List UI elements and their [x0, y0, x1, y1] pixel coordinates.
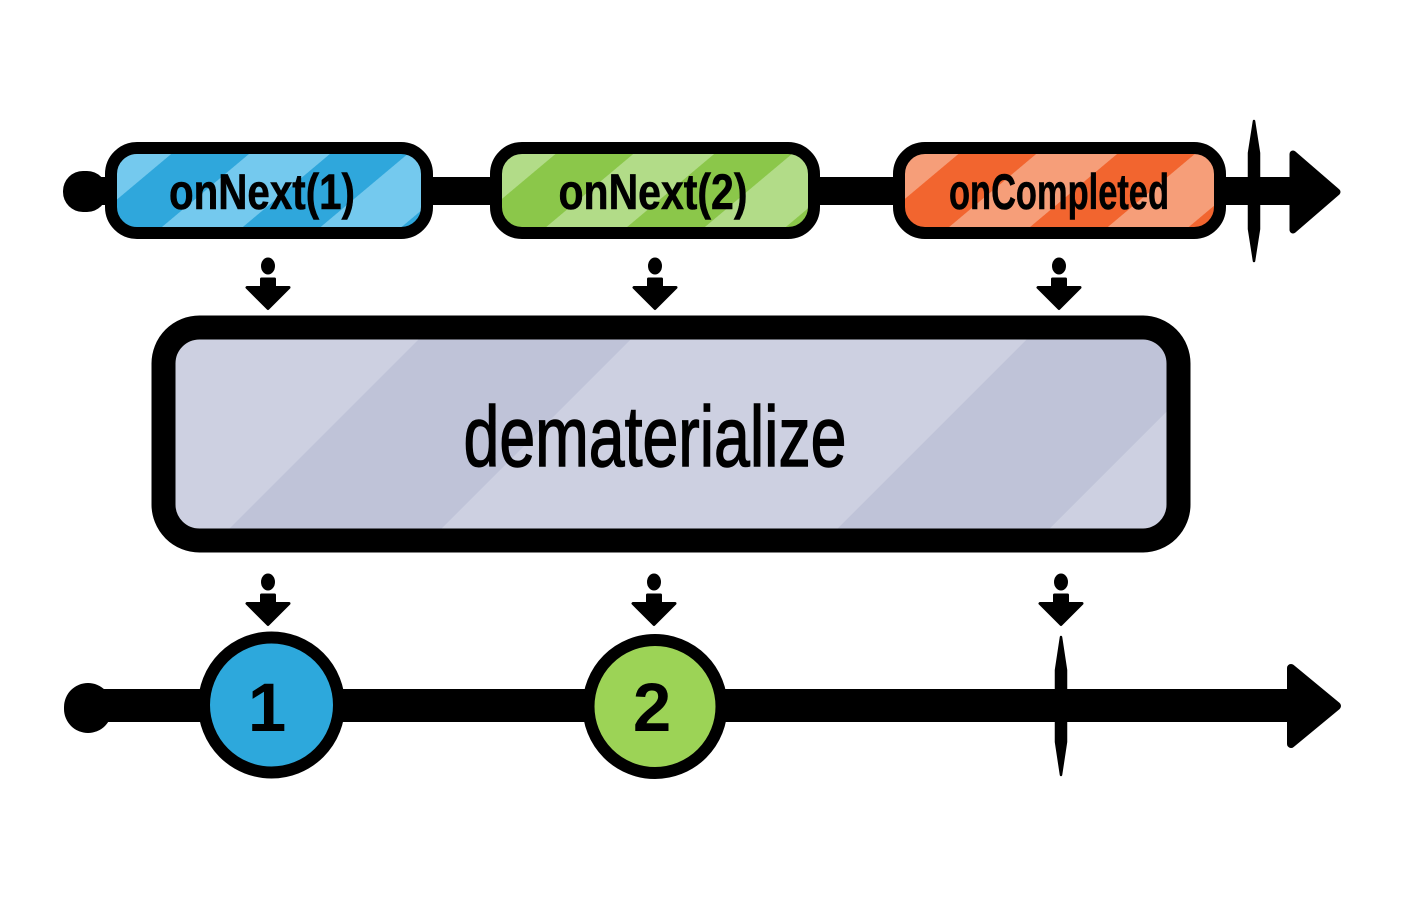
svg-text:onNext(1): onNext(1): [169, 164, 355, 220]
svg-text:onCompleted: onCompleted: [949, 164, 1169, 220]
svg-text:dematerialize: dematerialize: [464, 390, 847, 485]
svg-text:onNext(2): onNext(2): [559, 164, 748, 220]
svg-text:2: 2: [633, 669, 671, 746]
svg-text:1: 1: [248, 669, 286, 746]
